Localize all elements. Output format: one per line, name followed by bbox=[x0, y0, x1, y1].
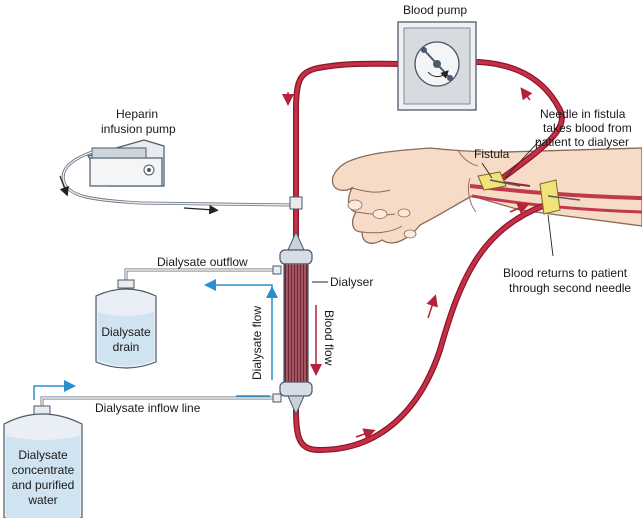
dialysate-concentrate bbox=[3, 405, 83, 518]
inflow-line-label: Dialysate inflow line bbox=[95, 401, 201, 415]
needle-label-line1: Needle in fistula bbox=[540, 107, 626, 121]
dialysate-outflow-label: Dialysate outflow bbox=[157, 255, 248, 269]
blood-pump bbox=[397, 21, 477, 111]
concentrate-label-line3: and purified bbox=[11, 478, 75, 492]
blood-flow-label: Blood flow bbox=[322, 310, 336, 366]
blood-pump-label: Blood pump bbox=[403, 3, 468, 17]
fistula-label: Fistula bbox=[474, 147, 510, 161]
returns-label-line1: Blood returns to patient bbox=[503, 266, 628, 280]
dialysate-flow-arrows bbox=[33, 279, 278, 400]
dialysate-drain bbox=[95, 279, 157, 369]
drain-label-line2: drain bbox=[112, 340, 140, 354]
syringe-pump-icon bbox=[59, 139, 303, 215]
concentrate-label-line2: concentrate bbox=[11, 463, 75, 477]
needle-label-line2: takes blood from bbox=[543, 121, 632, 135]
heparin-label-line2: infusion pump bbox=[101, 122, 176, 136]
blood-flow-arrows bbox=[282, 87, 533, 440]
patient-arm bbox=[331, 147, 642, 244]
drain-label-line1: Dialysate bbox=[101, 325, 151, 339]
concentrate-label-line1: Dialysate bbox=[18, 448, 68, 462]
dialyser bbox=[272, 230, 328, 416]
needle-label-line3: patient to dialyser bbox=[535, 135, 630, 149]
concentrate-label-line4: water bbox=[28, 493, 58, 507]
blood-tubing bbox=[293, 58, 565, 454]
leader-lines bbox=[481, 139, 554, 257]
needles bbox=[477, 171, 581, 215]
heparin-label-line1: Heparin bbox=[116, 107, 159, 121]
dialyser-label: Dialyser bbox=[330, 275, 374, 289]
rotor-icon bbox=[414, 41, 460, 87]
dialysate-lines bbox=[40, 268, 276, 410]
returns-label-line2: through second needle bbox=[509, 281, 632, 295]
dialysate-flow-label: Dialysate flow bbox=[250, 305, 264, 380]
